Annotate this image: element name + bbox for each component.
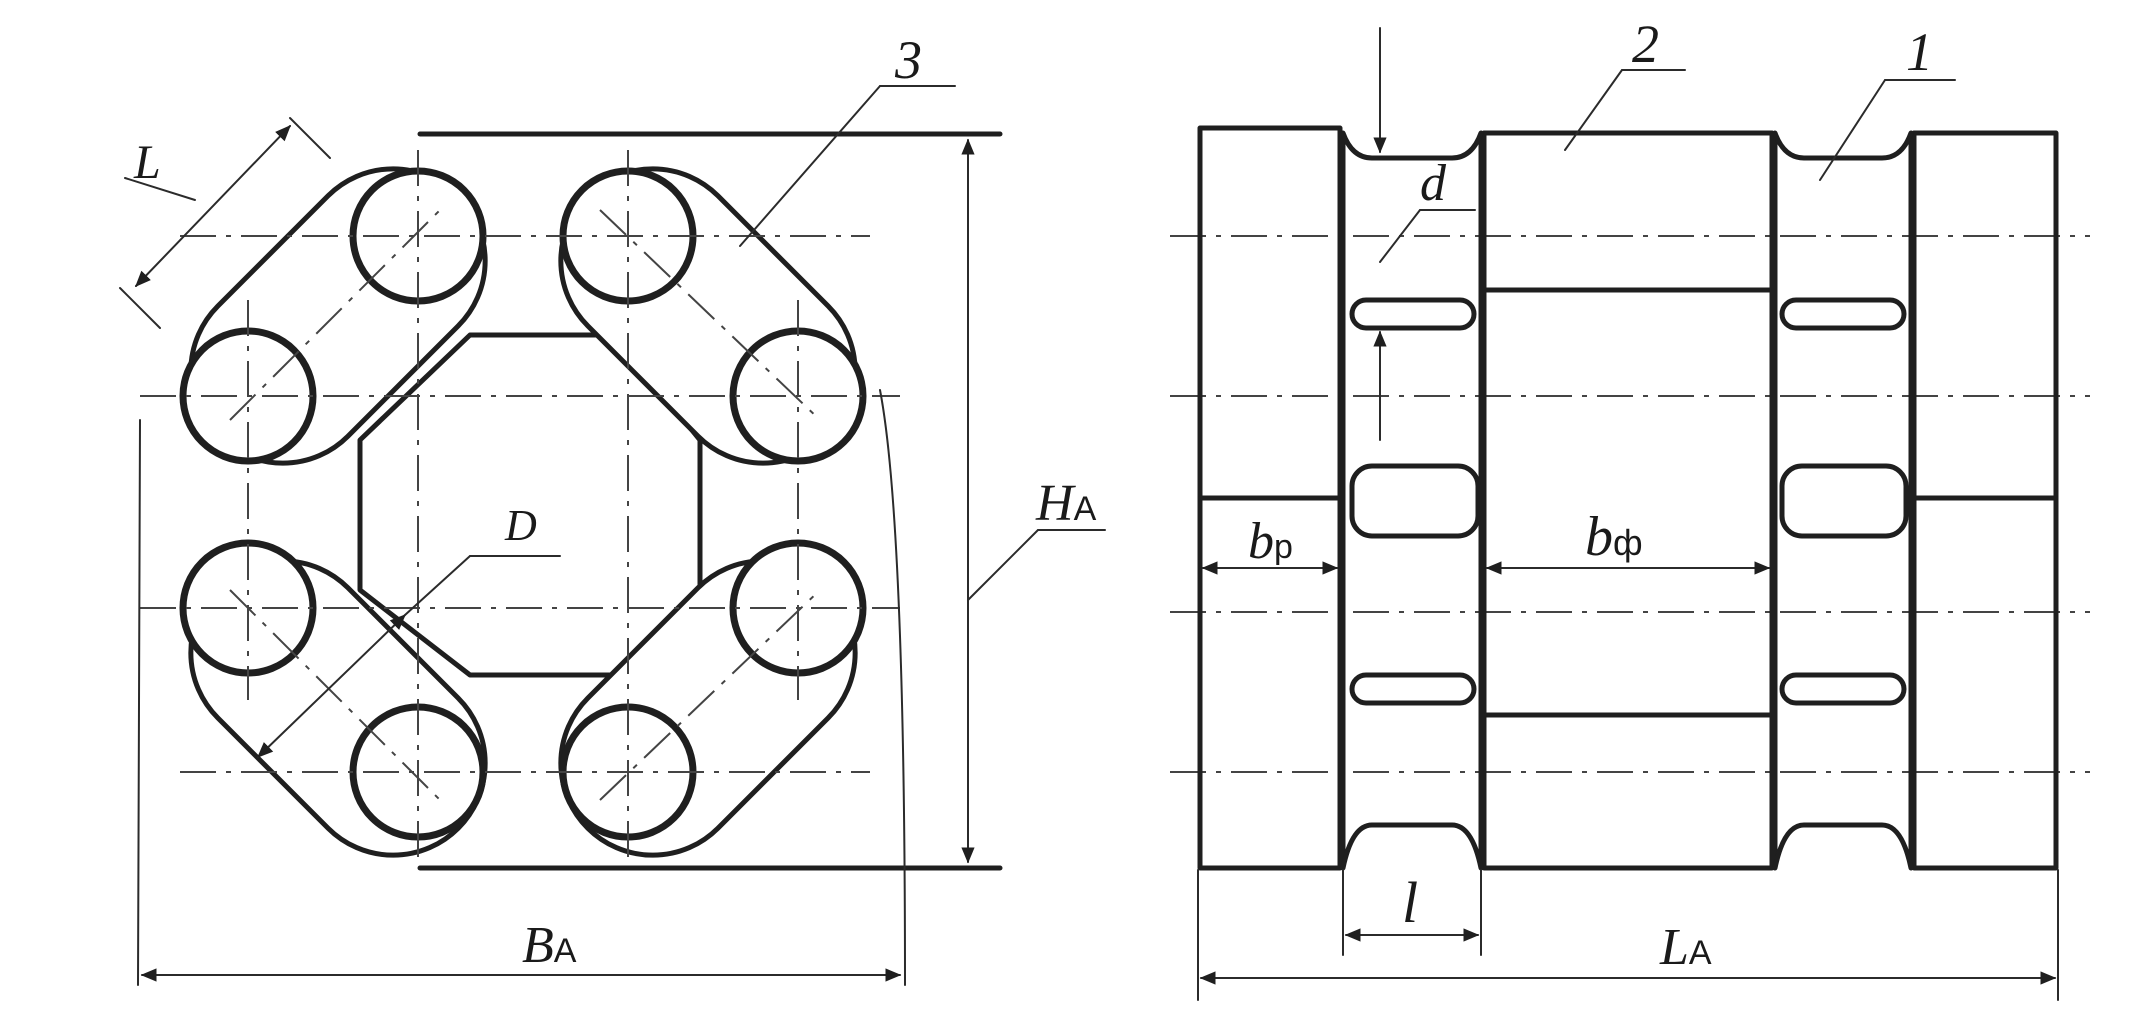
pitch-label: l — [1402, 870, 1418, 935]
leader-part-3 — [739, 85, 956, 247]
part-number-1: 1 — [1906, 22, 1933, 82]
dimension-d — [257, 555, 561, 758]
leader-part-1 — [1819, 79, 1956, 181]
flange-width-label: bф — [1585, 506, 1643, 568]
end-view-center-lines — [140, 150, 900, 860]
leader-part-2 — [1564, 69, 1686, 151]
part-number-2: 2 — [1632, 14, 1659, 74]
outer-plate-left — [1197, 125, 1343, 871]
width-label: BA — [522, 917, 577, 974]
dimension-l — [119, 117, 331, 329]
dimension-pitch — [1342, 869, 1482, 956]
part-number-3: 3 — [894, 30, 922, 90]
link-length-label: L — [133, 136, 161, 189]
dimension-la — [1197, 869, 2059, 1001]
plate-width-label: bp — [1248, 513, 1293, 570]
dimension-ha — [961, 138, 1106, 864]
side-view: 2 1 d bp bф — [1170, 14, 2090, 1001]
outer-plate-right — [1911, 130, 2059, 871]
dimension-d-pin — [1373, 27, 1476, 441]
length-label: LA — [1659, 919, 1712, 976]
height-label: HA — [1035, 475, 1097, 532]
side-view-center-lines — [1170, 235, 2090, 773]
end-view: L 3 D HA BA — [119, 30, 1106, 986]
center-flange — [1481, 130, 1775, 871]
inner-plate-left — [1340, 130, 1484, 871]
pin-diameter-label: d — [1420, 155, 1447, 212]
inner-plate-right — [1772, 130, 1914, 871]
diameter-label: D — [504, 501, 537, 550]
